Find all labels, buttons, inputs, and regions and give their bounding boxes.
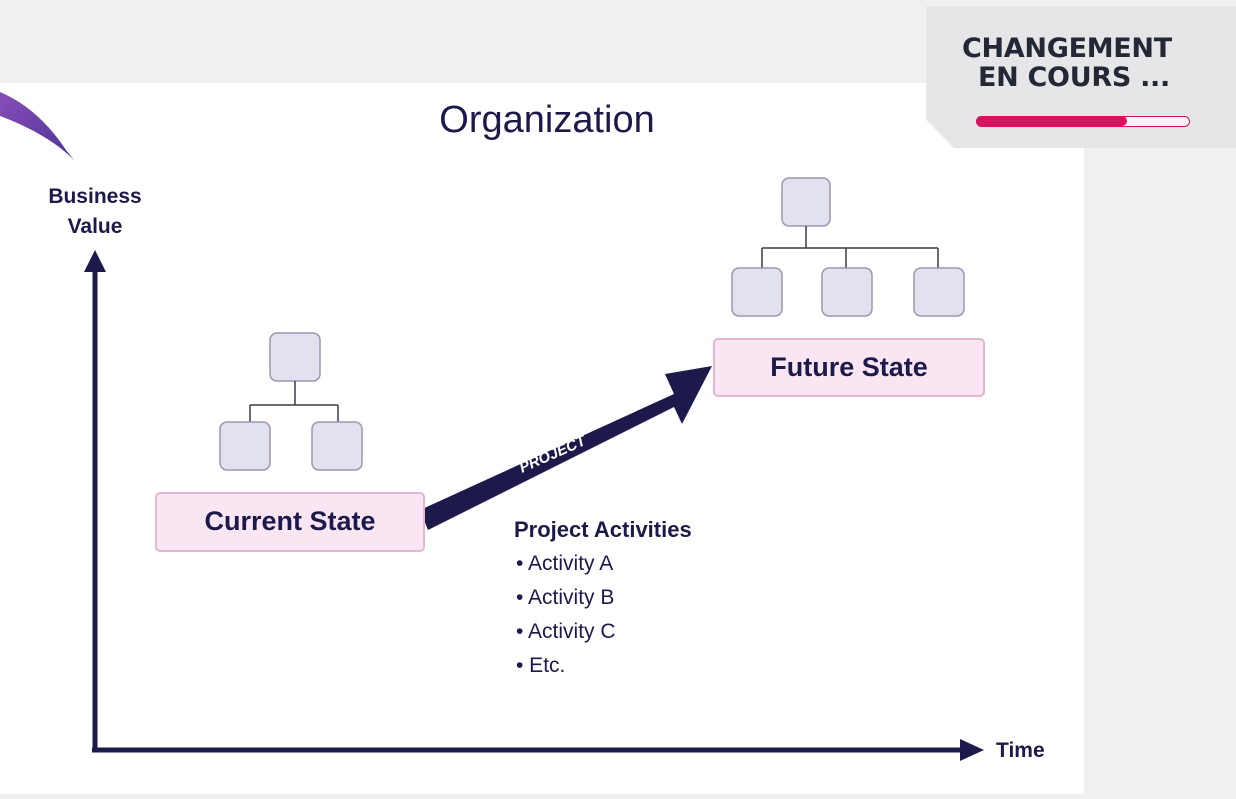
org-box-child: [913, 267, 965, 317]
future-org-chart: [731, 177, 965, 317]
current-state-label: Current State: [204, 506, 375, 536]
org-box-top: [269, 332, 321, 382]
current-state-box: [155, 492, 425, 552]
badge-title-line2: EN COURS ...: [978, 62, 1170, 93]
y-axis-label-line2: Value: [68, 215, 123, 238]
x-axis-arrowhead: [960, 739, 984, 761]
badge-title: CHANGEMENT EN COURS ...: [962, 34, 1212, 92]
future-state-box: [713, 338, 985, 397]
activity-item: • Etc.: [516, 654, 565, 677]
future-state-label: Future State: [770, 352, 928, 382]
current-org-chart: [219, 332, 363, 471]
y-axis-arrowhead: [84, 250, 106, 272]
org-box-top: [781, 177, 831, 227]
x-axis-label: Time: [996, 739, 1045, 762]
activity-item: • Activity A: [516, 552, 613, 575]
activity-item: • Activity B: [516, 586, 614, 609]
project-arrow: [420, 366, 712, 530]
badge-progress-bar: [976, 116, 1190, 127]
org-box-child: [311, 421, 363, 471]
change-badge: CHANGEMENT EN COURS ...: [926, 6, 1236, 148]
decorative-swoosh: [0, 92, 74, 160]
org-box-child: [219, 421, 271, 471]
org-box-child: [821, 267, 873, 317]
slide-background: [0, 83, 1084, 794]
badge-title-line1: CHANGEMENT: [962, 33, 1172, 64]
diagram-title: Organization: [439, 99, 654, 141]
org-box-child: [731, 267, 783, 317]
activity-item: • Activity C: [516, 620, 616, 643]
activities-heading: Project Activities: [514, 517, 692, 542]
y-axis-label-line1: Business: [48, 185, 141, 208]
badge-progress-fill: [976, 116, 1127, 126]
